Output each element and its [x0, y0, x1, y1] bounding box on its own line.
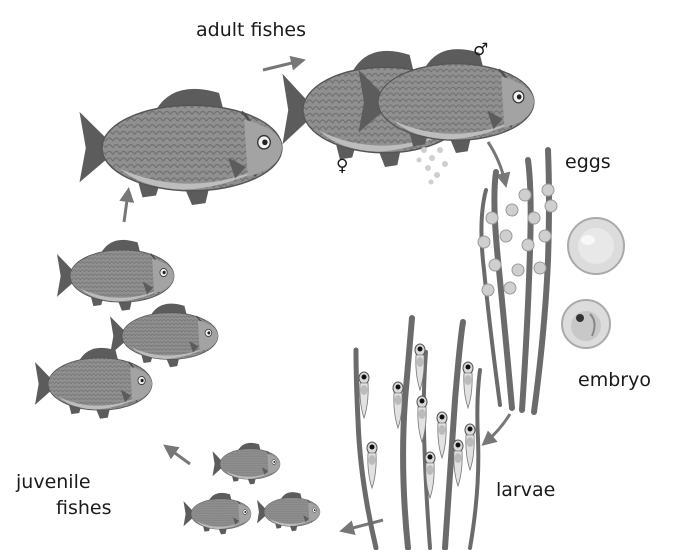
arrow-adult-to-mating — [263, 61, 300, 70]
label-juvenile-line1: juvenile — [16, 470, 91, 494]
juvenile-fish-3 — [35, 348, 152, 419]
arrow-small-to-adult — [124, 193, 128, 222]
arrow-eggs-to-larvae — [486, 414, 510, 442]
embryo-closeup — [562, 300, 610, 348]
female-symbol: ♀ — [336, 156, 348, 176]
juvenile-fish-1 — [57, 240, 174, 311]
label-juvenile-line2: fishes — [56, 496, 112, 520]
male-symbol: ♂ — [473, 40, 488, 60]
egg-closeup — [568, 218, 624, 274]
label-larvae: larvae — [496, 478, 555, 502]
label-adult-fishes: adult fishes — [196, 18, 306, 42]
label-embryo: embryo — [578, 368, 651, 392]
egg-plant — [481, 150, 549, 412]
label-eggs: eggs — [565, 150, 611, 174]
adult-fish — [79, 89, 282, 205]
spawned-eggs — [417, 147, 449, 185]
arrow-larvae-to-juvenile — [345, 520, 383, 530]
arrow-juvenile-to-small — [168, 448, 190, 464]
juvenile-fish-2 — [110, 304, 218, 368]
fry-fish-1 — [213, 443, 281, 485]
fry-fish-3 — [257, 492, 320, 531]
fry-fish-2 — [184, 493, 252, 535]
